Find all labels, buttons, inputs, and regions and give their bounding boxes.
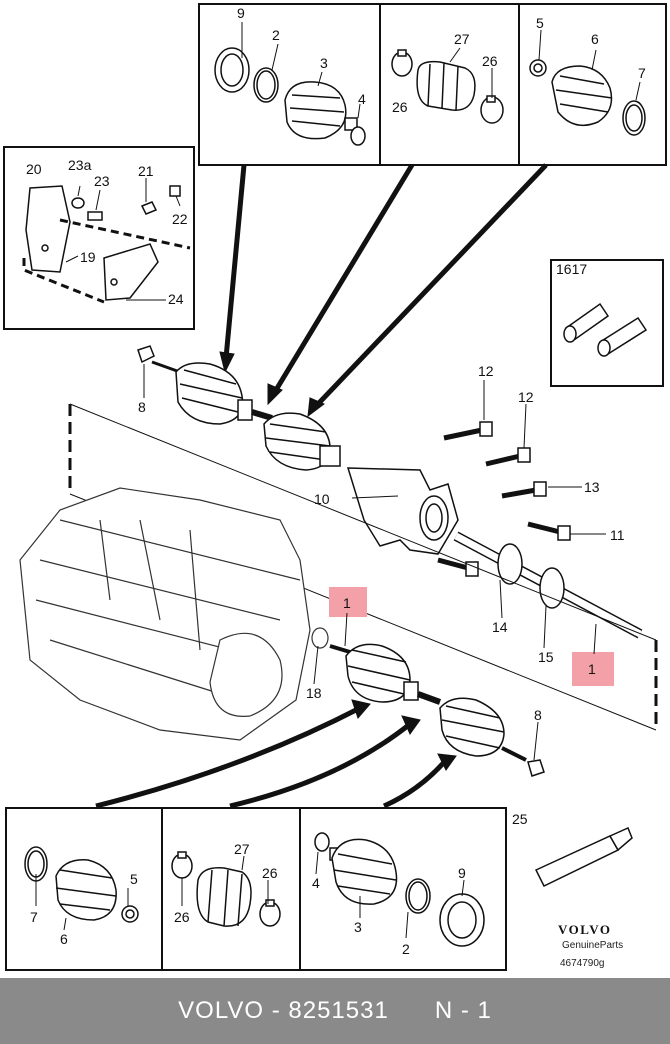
callout-15: 15: [538, 649, 554, 665]
bottom-inset-parts: [24, 832, 485, 947]
inset-outer-cv-parts: [214, 47, 366, 146]
footer-text: VOLVO - 8251531 N - 1: [178, 997, 492, 1025]
inset-inner-boot-parts: [391, 49, 504, 124]
highlight-box-lower: [572, 652, 614, 686]
lower-driveshaft: [329, 643, 545, 777]
intermediate-shaft: [453, 531, 643, 639]
callout-26-bottom-left: 26: [174, 909, 190, 925]
callout-25: 25: [512, 811, 528, 827]
footer-separator: -: [264, 997, 289, 1024]
exploded-parts-diagram: 9 2 3 4 27 26 26 5 6 7 20 23a 23 21 22 1…: [3, 3, 667, 971]
callout-6-top: 6: [591, 31, 599, 47]
callout-13: 13: [584, 479, 600, 495]
callout-4-bottom: 4: [312, 875, 320, 891]
highlight-box-upper: [329, 587, 367, 617]
callout-26-bottom-right: 26: [262, 865, 278, 881]
bracket-inset-parts: [25, 185, 181, 301]
callout-23a: 23a: [68, 157, 92, 173]
callout-8-lower: 8: [534, 707, 542, 723]
genuine-parts-text: GenuineParts: [562, 940, 623, 951]
intermediate-bracket: [346, 467, 459, 555]
callout-6-bottom: 6: [60, 931, 68, 947]
callout-12-lower: 12: [518, 389, 534, 405]
callout-21: 21: [138, 163, 154, 179]
callout-3-bottom: 3: [354, 919, 362, 935]
bracket-inset-dashes: [22, 218, 191, 304]
callout-3-top: 3: [320, 55, 328, 71]
callout-26-top-left: 26: [392, 99, 408, 115]
grease-tube: [534, 826, 633, 887]
callout-27-bottom: 27: [234, 841, 250, 857]
callout-1617: 1617: [556, 261, 587, 277]
callout-5-bottom: 5: [130, 871, 138, 887]
pointer-arrows: [95, 163, 548, 809]
callout-20: 20: [26, 161, 42, 177]
callout-2-top: 2: [272, 27, 280, 43]
footer-bar: VOLVO - 8251531 N - 1: [0, 978, 670, 1044]
footer-part-number: 8251531: [288, 997, 389, 1024]
callout-5-top: 5: [536, 15, 544, 31]
callout-1-lower: 1: [588, 661, 596, 677]
bolts: [437, 421, 571, 577]
leader-lines: [35, 22, 641, 939]
callout-7-bottom: 7: [30, 909, 38, 925]
callout-9-bottom: 9: [458, 865, 466, 881]
bottom-inset-boxes: [5, 807, 507, 971]
callout-26-top-right: 26: [482, 53, 498, 69]
callout-12-upper: 12: [478, 363, 494, 379]
callout-19: 19: [80, 249, 96, 265]
inset-boot-clamp-parts: [529, 59, 646, 136]
callout-24: 24: [168, 291, 184, 307]
bracket-inset-box: [3, 146, 195, 330]
footer-brand: VOLVO: [178, 997, 265, 1024]
callout-2-bottom: 2: [402, 941, 410, 957]
callout-10: 10: [314, 491, 330, 507]
assembly-dashed-outline: [68, 404, 658, 730]
callout-1-upper: 1: [343, 595, 351, 611]
callout-14: 14: [492, 619, 508, 635]
callout-8-upper: 8: [138, 399, 146, 415]
top-inset-boxes: [198, 3, 667, 166]
spacer-inset-box: [550, 259, 664, 387]
footer-position: N - 1: [434, 997, 492, 1024]
callout-labels: 9 2 3 4 27 26 26 5 6 7 20 23a 23 21 22 1…: [26, 5, 646, 957]
callout-9-top: 9: [237, 5, 245, 21]
callout-7-top: 7: [638, 65, 646, 81]
callout-22: 22: [172, 211, 188, 227]
callout-23: 23: [94, 173, 110, 189]
callout-27-top: 27: [454, 31, 470, 47]
callout-18: 18: [306, 685, 322, 701]
upper-driveshaft: [137, 345, 341, 471]
callout-11: 11: [610, 527, 625, 543]
volvo-logo: VOLVO: [558, 922, 611, 937]
spacer-tubes: [563, 302, 648, 357]
callout-4-top: 4: [358, 91, 366, 107]
volvo-branding: VOLVO GenuineParts 4674790g: [558, 922, 623, 969]
gearbox-housing: [19, 487, 329, 741]
diagram-code: 4674790g: [560, 958, 605, 969]
